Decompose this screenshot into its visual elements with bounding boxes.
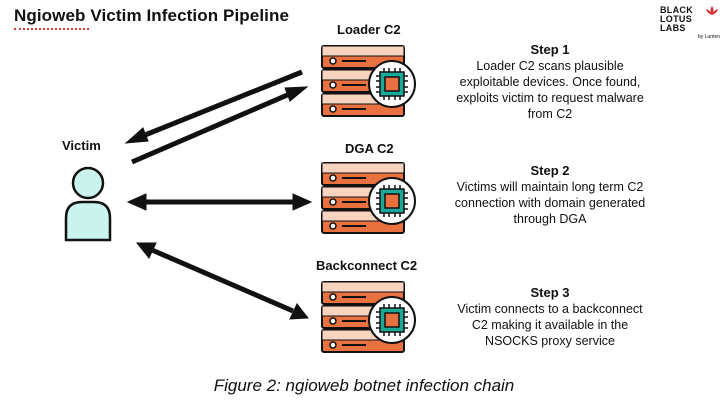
- dga-c2-server-icon: [321, 162, 416, 234]
- figure-caption: Figure 2: ngioweb botnet infection chain: [213, 376, 515, 395]
- victim-label: Victim: [62, 138, 101, 153]
- step-2-title: Step 2: [530, 163, 570, 178]
- spellcheck-underline: [14, 28, 89, 30]
- victim-backconnect-bidirectional-arrow: [151, 247, 294, 314]
- step-1-title: Step 1: [530, 42, 570, 57]
- backconnect-c2-label: Backconnect C2: [316, 258, 418, 273]
- step-3-title: Step 3: [530, 285, 570, 300]
- dga-c2-label: DGA C2: [345, 141, 394, 156]
- backconnect-c2-server-icon: [321, 281, 416, 353]
- diagram-title: Ngioweb Victim Infection Pipeline: [14, 6, 290, 25]
- victim-to-loader-arrow: [131, 90, 293, 165]
- lotus-icon: [706, 6, 718, 15]
- black-lotus-labs-logo: BLACK LOTUS LABS by Lumen: [660, 5, 720, 41]
- loader-c2-server-icon: [321, 45, 416, 117]
- victim-icon: [64, 166, 112, 242]
- loader-to-victim-arrow: [139, 69, 303, 140]
- loader-c2-label: Loader C2: [337, 22, 401, 37]
